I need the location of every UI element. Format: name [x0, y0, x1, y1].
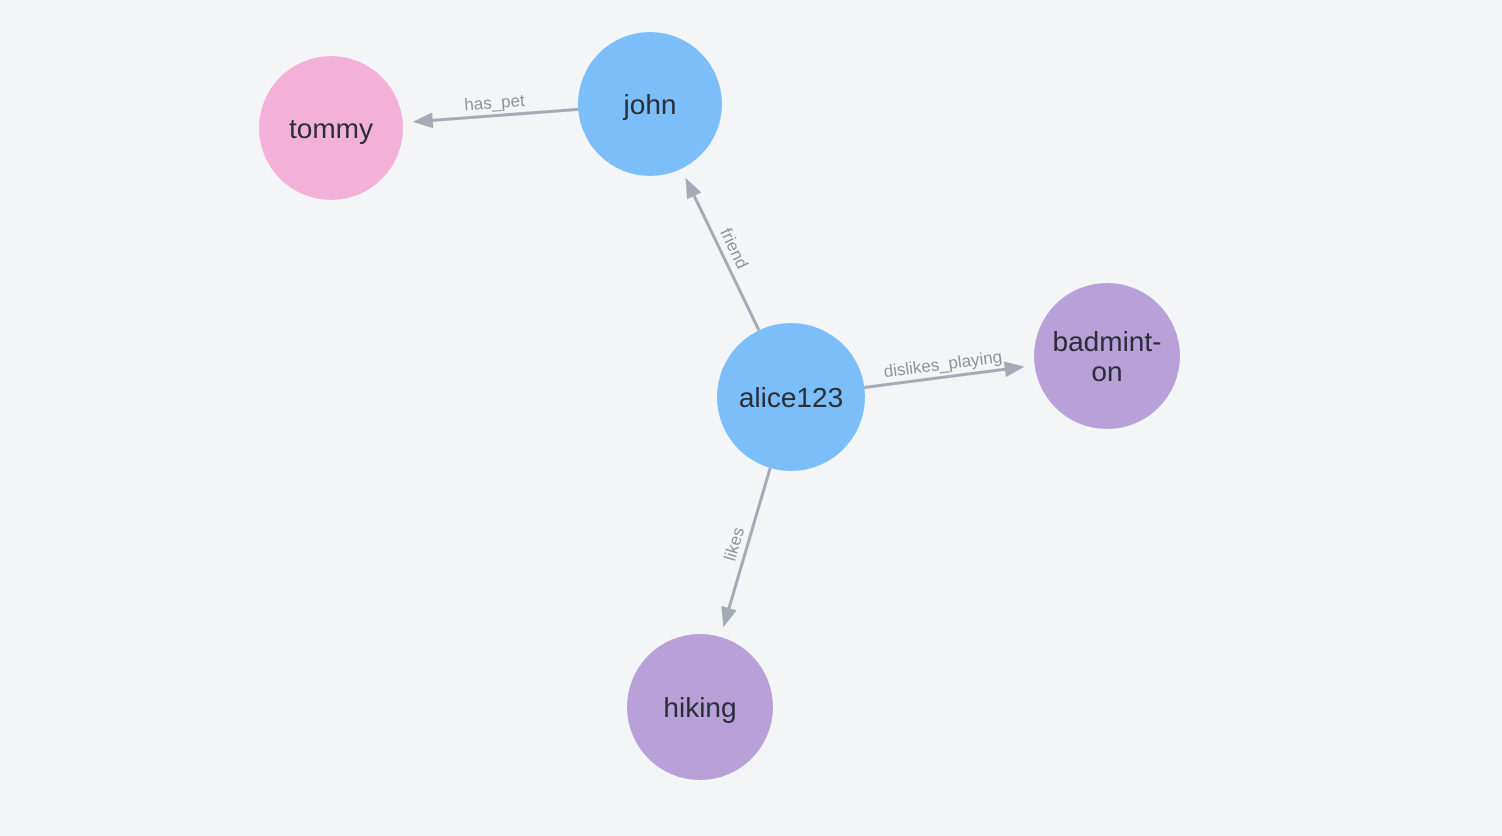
- edge-arrowhead-icon: [685, 177, 702, 200]
- graph-node-alice123[interactable]: [717, 323, 865, 471]
- edge-line-friend[interactable]: [692, 193, 761, 331]
- edge-line-likes[interactable]: [727, 467, 772, 611]
- graph-node-group-hiking[interactable]: hiking: [627, 634, 773, 780]
- graph-edge-likes[interactable]: likes: [720, 467, 772, 628]
- graph-node-group-alice123[interactable]: alice123: [717, 323, 865, 471]
- graph-node-group-john[interactable]: john: [578, 32, 722, 176]
- graph-node-group-badminton[interactable]: badmint-on: [1034, 283, 1180, 429]
- edge-line-has_pet[interactable]: [430, 107, 579, 122]
- node-label-john: john: [623, 89, 677, 120]
- node-label-alice123: alice123: [739, 382, 843, 413]
- graph-node-john[interactable]: [578, 32, 722, 176]
- edge-arrowhead-icon: [1003, 361, 1025, 378]
- edge-arrowhead-icon: [412, 112, 434, 129]
- node-label-hiking: hiking: [663, 692, 736, 723]
- graph-edge-has_pet[interactable]: has_pet: [412, 91, 579, 129]
- graph-node-hiking[interactable]: [627, 634, 773, 780]
- graph-edge-dislikes_playing[interactable]: dislikes_playing: [864, 347, 1025, 389]
- graph-node-badminton[interactable]: [1034, 283, 1180, 429]
- graph-edge-friend[interactable]: friend: [685, 177, 761, 331]
- edge-arrowhead-icon: [721, 605, 737, 628]
- graph-node-tommy[interactable]: [259, 56, 403, 200]
- edge-line-dislikes_playing[interactable]: [864, 367, 1008, 389]
- node-label-badminton: badmint-on: [1053, 326, 1162, 387]
- graph-node-group-tommy[interactable]: tommy: [259, 56, 403, 200]
- node-label-tommy: tommy: [289, 113, 373, 144]
- edge-label-friend: friend: [716, 225, 752, 272]
- edge-label-has_pet: has_pet: [464, 91, 526, 115]
